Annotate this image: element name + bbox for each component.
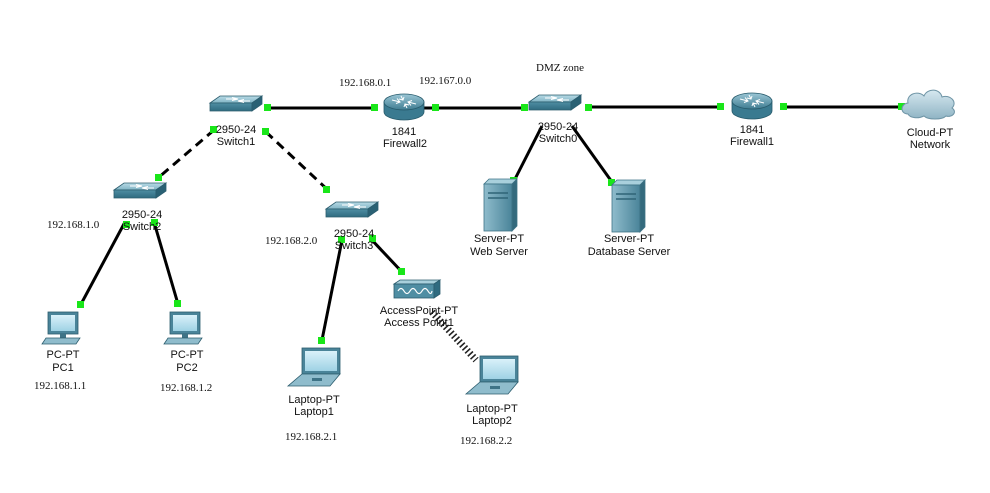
device-access-point1[interactable]: AccessPoint-PT Access Point1 <box>380 279 459 329</box>
device-cloud[interactable]: Cloud-PT Network <box>901 89 955 151</box>
cloud-model-label: Cloud-PT <box>907 127 954 139</box>
cloud-icon <box>901 89 955 120</box>
switch-icon <box>208 95 264 112</box>
switch-icon <box>324 201 380 218</box>
device-laptop1[interactable]: Laptop-PT Laptop1 <box>286 347 341 418</box>
laptop2-model-label: Laptop-PT <box>466 403 518 415</box>
db-server-name-label: Database Server <box>588 246 671 258</box>
web-server-name-label: Web Server <box>470 246 528 258</box>
port-dot <box>780 103 787 110</box>
port-dot <box>155 174 162 181</box>
cloud-name-label: Network <box>910 139 951 151</box>
device-pc2[interactable]: PC-PT PC2 <box>163 311 204 374</box>
laptop2-name-label: Laptop2 <box>472 415 512 427</box>
switch1-model-label: 2950-24 <box>216 124 256 136</box>
link-switch3-ap1[interactable] <box>368 236 404 274</box>
port-dot <box>371 104 378 111</box>
switch2-network-label: 192.168.1.0 <box>47 219 100 231</box>
links <box>78 105 904 363</box>
port-dot <box>174 300 181 307</box>
laptop-icon <box>464 355 519 395</box>
server-icon <box>483 178 518 232</box>
port-dot <box>717 103 724 110</box>
port-dot <box>262 128 269 135</box>
dmz-zone-label: DMZ zone <box>536 62 584 74</box>
firewall2-outside-ip-label: 192.167.0.0 <box>419 75 472 87</box>
port-dot <box>432 104 439 111</box>
pc1-name-label: PC1 <box>52 362 73 374</box>
laptop-icon <box>286 347 341 387</box>
laptop1-model-label: Laptop-PT <box>288 394 340 406</box>
device-firewall2[interactable]: 1841 Firewall2 <box>383 93 427 150</box>
firewall2-inside-ip-label: 192.168.0.1 <box>339 77 391 89</box>
port-dot <box>898 103 905 110</box>
link-switch1-switch3[interactable] <box>264 130 332 194</box>
laptop1-ip-label: 192.168.2.1 <box>285 431 337 443</box>
pc2-model-label: PC-PT <box>171 349 204 361</box>
device-web-server[interactable]: Server-PT Web Server <box>470 178 528 258</box>
device-firewall1[interactable]: 1841 Firewall1 <box>730 92 774 148</box>
device-database-server[interactable]: Server-PT Database Server <box>588 179 671 258</box>
device-switch2[interactable]: 2950-24 Switch2 <box>112 182 168 233</box>
link-switch0-dbserver[interactable] <box>570 125 614 183</box>
firewall1-model-label: 1841 <box>740 124 764 136</box>
port-dot <box>521 104 528 111</box>
server-icon <box>611 179 646 233</box>
switch2-name-label: Switch2 <box>123 221 162 233</box>
port-dot <box>123 221 130 228</box>
port-dot <box>323 186 330 193</box>
link-switch3-laptop1[interactable] <box>320 239 344 341</box>
port-dot <box>151 219 158 226</box>
access-point-icon <box>392 279 442 299</box>
port-dot <box>318 337 325 344</box>
port-indicators <box>77 103 905 344</box>
port-dot <box>608 179 615 186</box>
device-switch1[interactable]: 2950-24 Switch1 <box>208 95 264 148</box>
ap1-name-label: Access Point1 <box>384 317 454 329</box>
port-dot <box>77 301 84 308</box>
port-dot <box>369 235 376 242</box>
pc-icon <box>163 311 203 345</box>
firewall2-name-label: Firewall2 <box>383 138 427 150</box>
port-dot <box>210 126 217 133</box>
device-laptop2[interactable]: Laptop-PT Laptop2 <box>464 355 519 427</box>
laptop2-ip-label: 192.168.2.2 <box>460 435 512 447</box>
link-switch1-switch2[interactable] <box>157 128 215 180</box>
pc2-ip-label: 192.168.1.2 <box>160 382 212 394</box>
device-pc1[interactable]: PC-PT PC1 <box>41 311 81 374</box>
device-switch0[interactable]: 2950-24 Switch0 <box>527 94 583 145</box>
router-icon <box>383 93 425 121</box>
pc1-ip-label: 192.168.1.1 <box>34 380 86 392</box>
pc-icon <box>41 311 81 345</box>
port-dot <box>398 268 405 275</box>
pc1-model-label: PC-PT <box>47 349 80 361</box>
switch2-model-label: 2950-24 <box>122 209 162 221</box>
router-icon <box>731 92 773 120</box>
pc2-name-label: PC2 <box>176 362 197 374</box>
switch0-model-label: 2950-24 <box>538 121 578 133</box>
firewall1-name-label: Firewall1 <box>730 136 774 148</box>
switch1-name-label: Switch1 <box>217 136 256 148</box>
switch3-name-label: Switch3 <box>335 240 374 252</box>
ap1-model-label: AccessPoint-PT <box>380 305 459 317</box>
switch3-model-label: 2950-24 <box>334 228 374 240</box>
link-switch2-pc2[interactable] <box>152 221 180 305</box>
switch-icon <box>112 182 168 199</box>
link-switch0-webserver[interactable] <box>512 125 544 182</box>
device-switch3[interactable]: 2950-24 Switch3 <box>324 201 380 252</box>
firewall2-model-label: 1841 <box>392 126 416 138</box>
link-switch2-pc1[interactable] <box>78 221 127 307</box>
laptop1-name-label: Laptop1 <box>294 406 334 418</box>
db-server-model-label: Server-PT <box>604 233 654 245</box>
switch0-name-label: Switch0 <box>539 133 578 145</box>
web-server-model-label: Server-PT <box>474 233 524 245</box>
port-dot <box>585 104 592 111</box>
port-dot <box>338 236 345 243</box>
port-dot <box>264 104 271 111</box>
link-wireless-ap1-laptop2[interactable] <box>429 309 479 363</box>
switch3-network-label: 192.168.2.0 <box>265 235 318 247</box>
switch-icon <box>527 94 583 111</box>
